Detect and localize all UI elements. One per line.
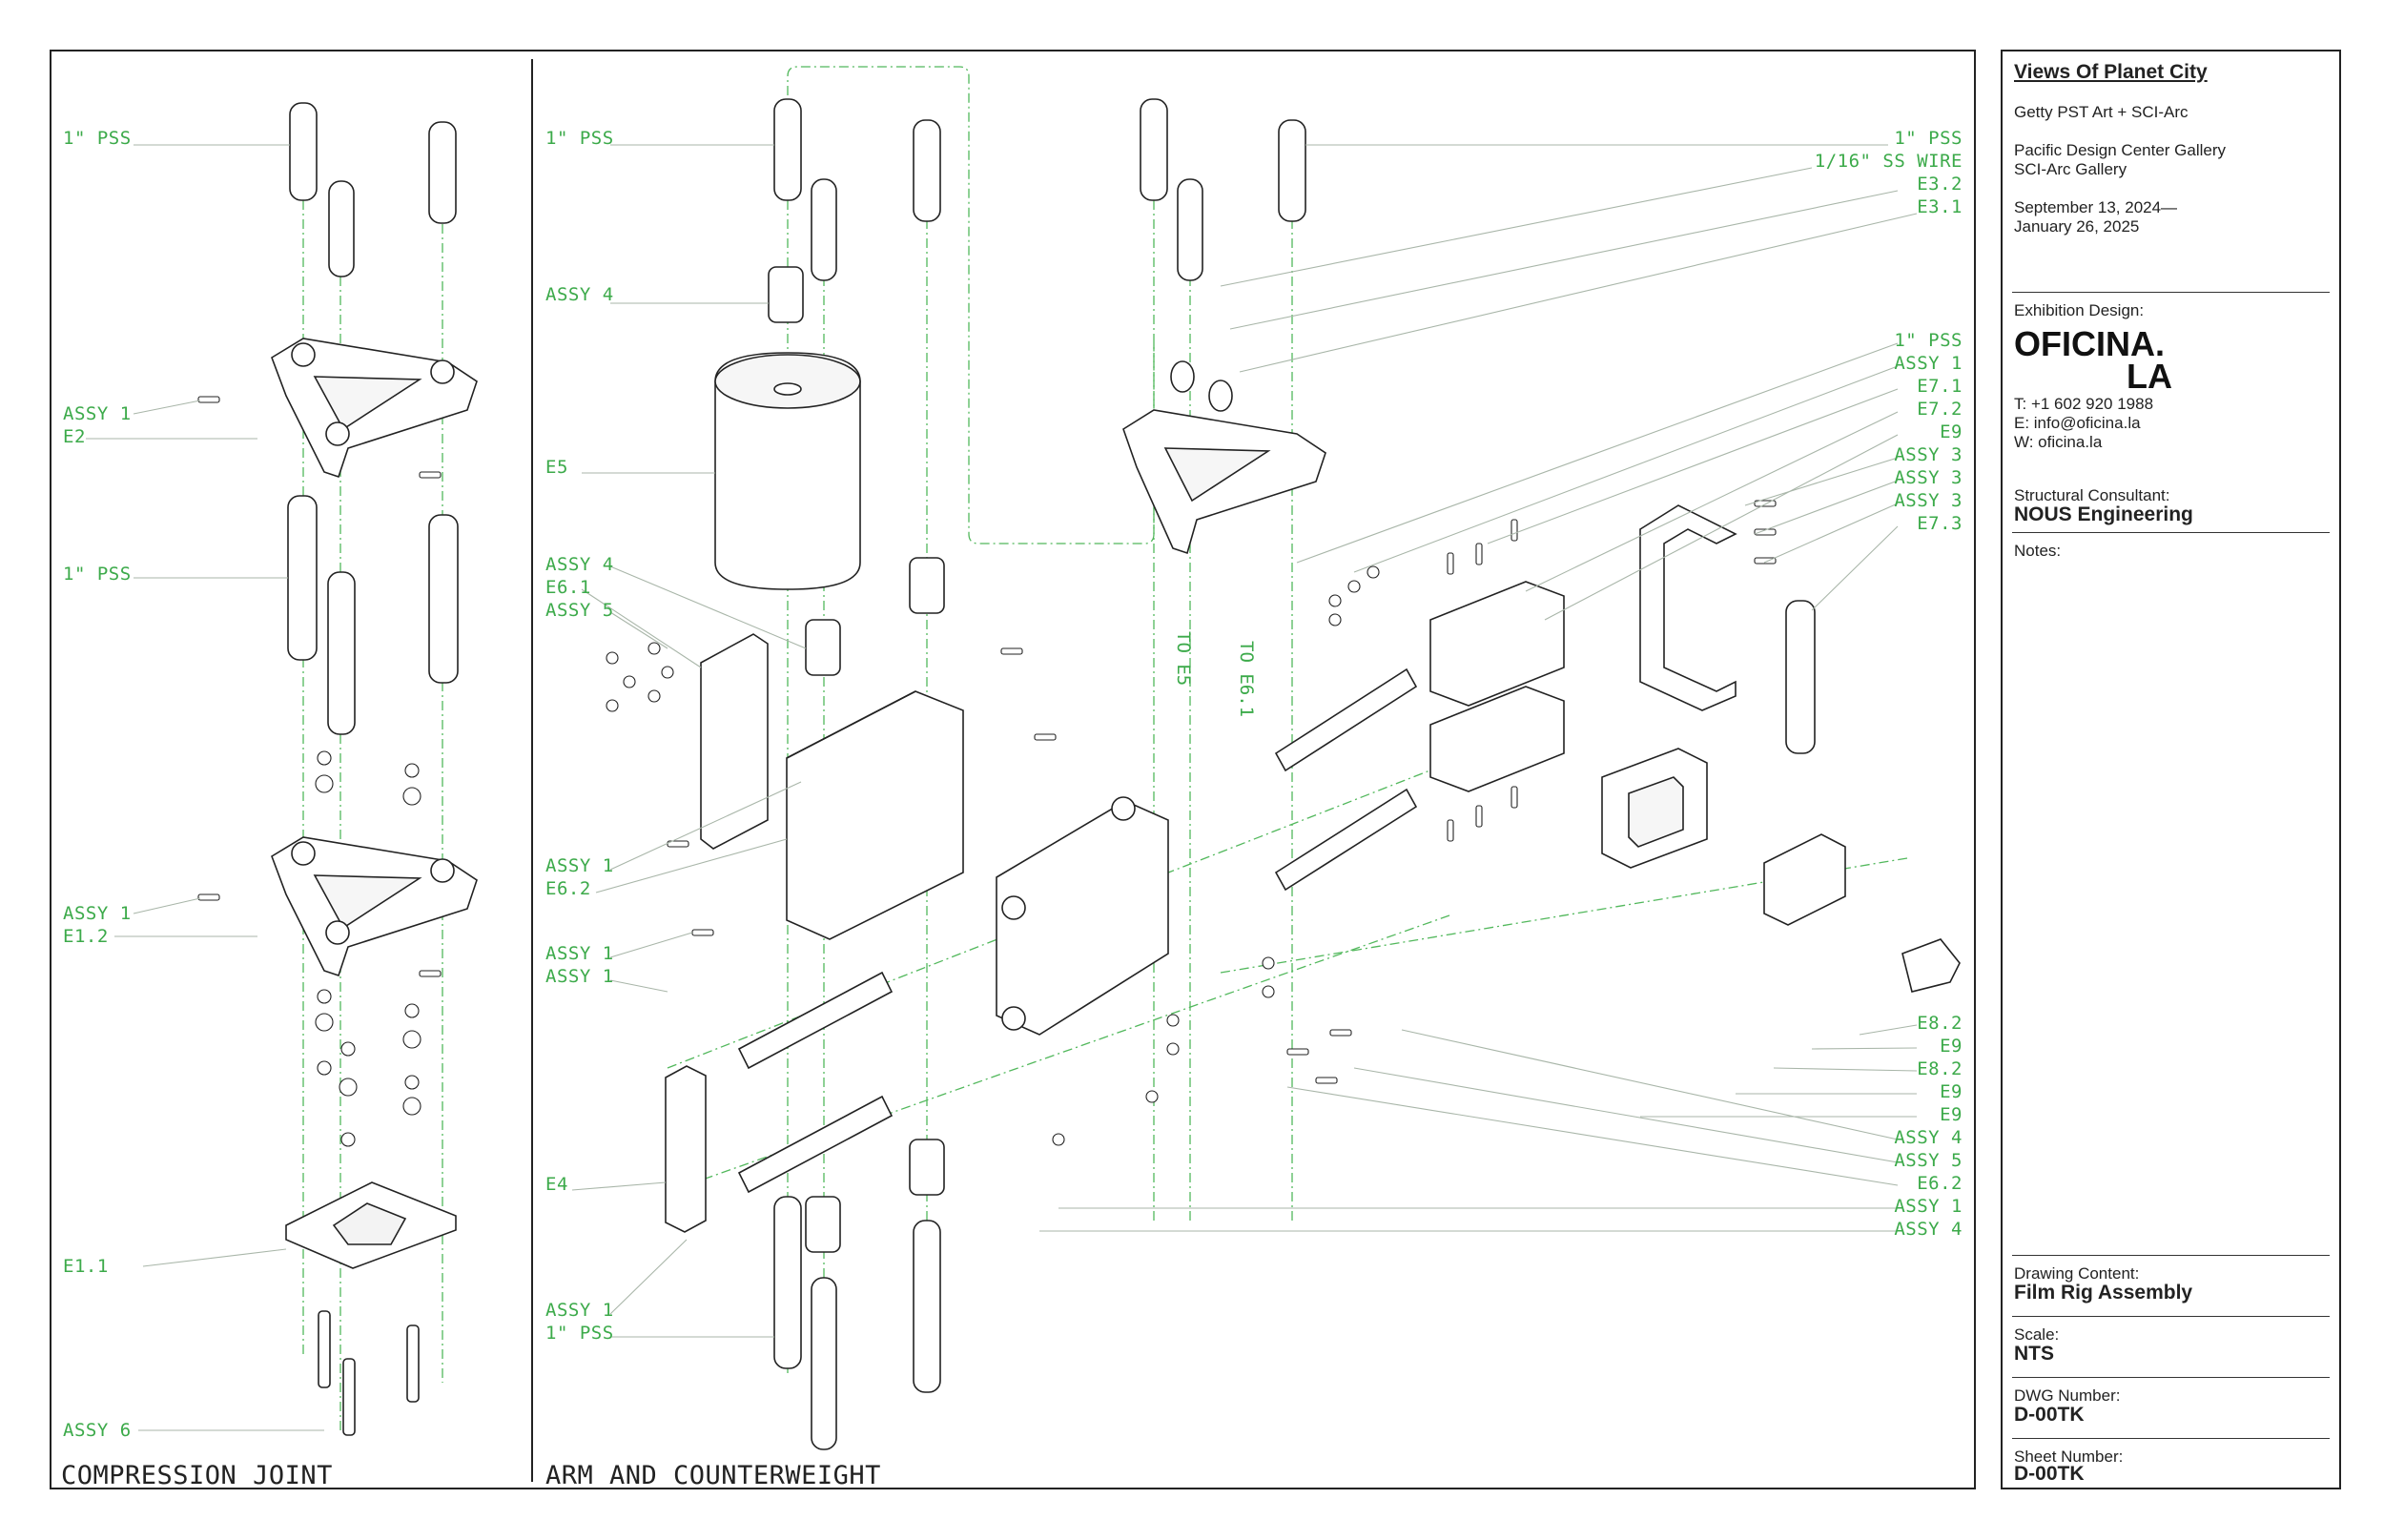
venue-line-2: SCI-Arc Gallery xyxy=(2014,160,2127,178)
callout-e4: E4 xyxy=(545,1174,568,1195)
drawing-content-value: Film Rig Assembly xyxy=(2014,1282,2193,1304)
scale-label: Scale: xyxy=(2014,1325,2060,1344)
firm-web: W: oficina.la xyxy=(2014,433,2103,451)
callout-e3-2: E3.2 xyxy=(1917,174,1963,195)
panel-title-compression-joint: COMPRESSION JOINT xyxy=(61,1461,333,1490)
title-block-rule xyxy=(2012,1316,2330,1317)
program-text: Getty PST Art + SCI-Arc xyxy=(2014,103,2189,121)
callout-assy3-c: ASSY 3 xyxy=(1894,490,1963,511)
callout-e5: E5 xyxy=(545,457,568,478)
callout-e8-2-a: E8.2 xyxy=(1917,1013,1963,1034)
title-block-rule xyxy=(2012,1255,2330,1256)
callout-e9-c: E9 xyxy=(1940,1081,1963,1102)
callout-assy4-mid: ASSY 4 xyxy=(545,554,614,575)
callout-assy1-mid-2: ASSY 1 xyxy=(545,943,614,964)
callout-e8-2-b: E8.2 xyxy=(1917,1058,1963,1079)
callout-e7-3: E7.3 xyxy=(1917,513,1963,534)
callout-e6-2-mid: E6.2 xyxy=(545,878,591,899)
callout-pss-top-mid: 1" PSS xyxy=(545,128,614,149)
callout-e1-2: E1.2 xyxy=(63,926,109,947)
arm-counterweight-drawing xyxy=(606,66,1961,1450)
callout-pss-top-left: 1" PSS xyxy=(63,128,132,149)
project-title: Views Of Planet City xyxy=(2014,61,2208,83)
logo-line-1: OFICINA. xyxy=(2014,324,2165,363)
callout-pss-top-right: 1" PSS xyxy=(1894,128,1963,149)
callout-assy4-right-b: ASSY 4 xyxy=(1894,1219,1963,1240)
firm-phone: T: +1 602 920 1988 xyxy=(2014,395,2154,413)
note-to-e6-1: TO E6.1 xyxy=(1236,641,1257,718)
venue-line-1: Pacific Design Center Gallery xyxy=(2014,141,2227,159)
note-to-e5: TO E5 xyxy=(1173,631,1194,687)
callout-assy3-a: ASSY 3 xyxy=(1894,444,1963,465)
title-block-rule xyxy=(2012,1438,2330,1439)
callout-e3-1: E3.1 xyxy=(1917,196,1963,217)
callout-e9-b: E9 xyxy=(1940,1036,1963,1057)
callout-assy1-right: ASSY 1 xyxy=(1894,353,1963,374)
callout-e7-1: E7.1 xyxy=(1917,376,1963,397)
callout-assy1-mid: ASSY 1 xyxy=(545,855,614,876)
structural-value: NOUS Engineering xyxy=(2014,503,2193,525)
scale-value: NTS xyxy=(2014,1343,2054,1365)
drawing-content-label: Drawing Content: xyxy=(2014,1264,2140,1283)
callout-assy4-right: ASSY 4 xyxy=(1894,1127,1963,1148)
callout-assy5-right: ASSY 5 xyxy=(1894,1150,1963,1171)
callout-assy6: ASSY 6 xyxy=(63,1420,132,1441)
callout-assy1-upper-left: ASSY 1 xyxy=(63,403,132,424)
callout-e7-2: E7.2 xyxy=(1917,399,1963,420)
callout-assy3-b: ASSY 3 xyxy=(1894,467,1963,488)
oficina-la-logo: OFICINA. LA xyxy=(2014,327,2172,396)
callout-assy1-right-b: ASSY 1 xyxy=(1894,1196,1963,1217)
leader-lines xyxy=(86,144,1918,1431)
firm-email: E: info@oficina.la xyxy=(2014,414,2141,432)
callout-assy5: ASSY 5 xyxy=(545,600,614,621)
callout-pss-bottom: 1" PSS xyxy=(545,1323,614,1344)
callout-e1-1: E1.1 xyxy=(63,1256,109,1277)
logo-line-2: LA xyxy=(2127,357,2172,396)
drawing-frame xyxy=(50,50,1976,1489)
sheet-number-label: Sheet Number: xyxy=(2014,1448,2124,1466)
callout-e9-a: E9 xyxy=(1940,421,1963,442)
callout-e9-d: E9 xyxy=(1940,1104,1963,1125)
callout-e6-2-right: E6.2 xyxy=(1917,1173,1963,1194)
title-block-rule xyxy=(2012,292,2330,293)
panel-title-arm-counterweight: ARM AND COUNTERWEIGHT xyxy=(545,1461,881,1490)
panel-divider xyxy=(531,59,533,1482)
sheet-number-value: D-00TK xyxy=(2014,1463,2085,1485)
callout-e2: E2 xyxy=(63,426,86,447)
callout-e6-1: E6.1 xyxy=(545,577,591,598)
title-block: Views Of Planet City Getty PST Art + SCI… xyxy=(2001,50,2341,1489)
dwg-number-label: DWG Number: xyxy=(2014,1386,2121,1405)
compression-joint-drawing xyxy=(197,102,478,1436)
dwg-number-value: D-00TK xyxy=(2014,1404,2085,1426)
callout-assy1-bottom: ASSY 1 xyxy=(545,1300,614,1321)
structural-label: Structural Consultant: xyxy=(2014,486,2170,504)
title-block-rule xyxy=(2012,1377,2330,1378)
callout-ss-wire: 1/16" SS WIRE xyxy=(1814,151,1963,172)
callout-pss-right-2: 1" PSS xyxy=(1894,330,1963,351)
exhibition-design-label: Exhibition Design: xyxy=(2014,301,2145,319)
callout-assy4-top: ASSY 4 xyxy=(545,284,614,305)
callout-assy1-lower-left: ASSY 1 xyxy=(63,903,132,924)
dates-line-2: January 26, 2025 xyxy=(2014,217,2140,236)
notes-label: Notes: xyxy=(2014,542,2062,560)
dates-line-1: September 13, 2024— xyxy=(2014,198,2178,216)
callout-pss-mid-left: 1" PSS xyxy=(63,564,132,585)
callout-assy1-mid-3: ASSY 1 xyxy=(545,966,614,987)
title-block-rule xyxy=(2012,532,2330,533)
